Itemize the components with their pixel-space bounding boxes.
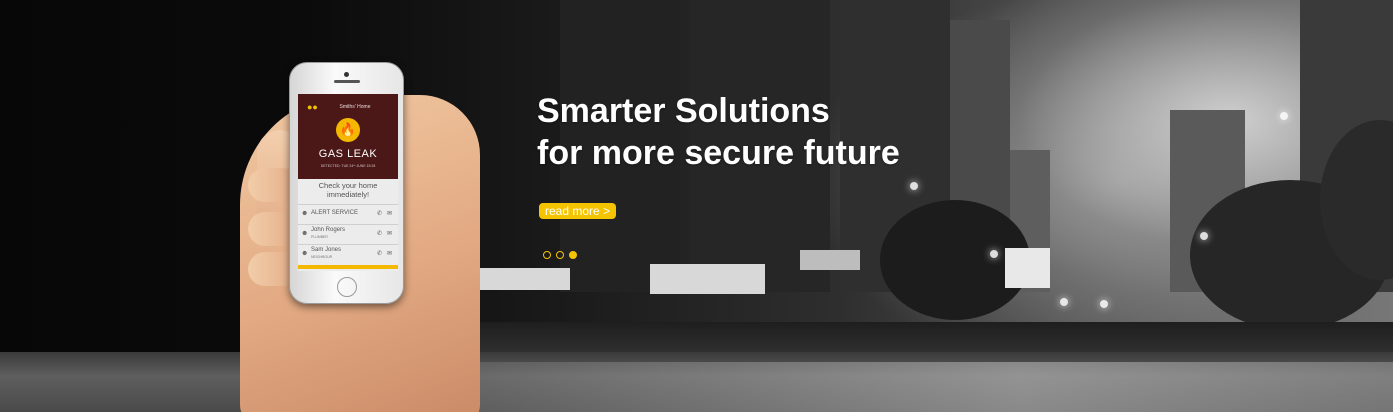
contact-list: ☻ ALERT SERVICE ✆ ✉ ☻ John Rogers PLUMBE… — [298, 204, 398, 264]
slide-dot-1[interactable] — [543, 251, 551, 259]
chat-icon: ✉ — [386, 251, 392, 257]
user-group-icon: ●● — [307, 102, 318, 112]
check-home-message: Check your home immediately! — [318, 181, 378, 199]
hero-headline: Smarter Solutions for more secure future — [537, 90, 997, 174]
app-alert-header: ●● Smiths' Home 🔥 GAS LEAK DETECTED: TUE… — [298, 94, 398, 179]
contact-row: ☻ ALERT SERVICE ✆ ✉ — [298, 204, 398, 224]
home-name: Smiths' Home — [339, 104, 371, 110]
alert-title: GAS LEAK — [318, 148, 378, 160]
chat-icon: ✉ — [386, 231, 392, 237]
chat-icon: ✉ — [386, 211, 392, 217]
headline-line-2: for more secure future — [537, 134, 900, 172]
person-icon: ☻ — [301, 230, 309, 237]
contact-row: ☻ John Rogers PLUMBER ✆ ✉ — [298, 224, 398, 244]
contact-role: PLUMBER — [311, 235, 328, 239]
phone-home-button — [337, 277, 357, 297]
contact-name: Sam Jones — [311, 247, 342, 253]
smartphone-mockup: ●● Smiths' Home 🔥 GAS LEAK DETECTED: TUE… — [289, 62, 404, 304]
phone-icon: ✆ — [376, 231, 382, 237]
slider-pagination — [543, 251, 577, 259]
app-accent-bar — [298, 265, 398, 269]
phone-screen: ●● Smiths' Home 🔥 GAS LEAK DETECTED: TUE… — [298, 94, 398, 271]
headline-line-1: Smarter Solutions — [537, 92, 830, 130]
slide-dot-3[interactable] — [569, 251, 577, 259]
contact-name: ALERT SERVICE — [311, 210, 359, 216]
contact-row: ☻ Sam Jones NEIGHBOUR ✆ ✉ — [298, 244, 398, 264]
person-icon: ☻ — [301, 210, 309, 217]
phone-camera — [344, 72, 349, 77]
slide-dot-2[interactable] — [556, 251, 564, 259]
contact-role: NEIGHBOUR — [311, 255, 333, 259]
person-icon: ☻ — [301, 250, 309, 257]
fire-icon: 🔥 — [336, 118, 360, 142]
detected-timestamp: DETECTED: TUE 24ᵗʰ JUNE 15:28 — [320, 164, 376, 168]
contact-name: John Rogers — [311, 227, 346, 233]
phone-speaker — [334, 80, 360, 83]
phone-icon: ✆ — [376, 251, 382, 257]
phone-icon: ✆ — [376, 211, 382, 217]
read-more-button[interactable]: read more > — [539, 203, 617, 219]
